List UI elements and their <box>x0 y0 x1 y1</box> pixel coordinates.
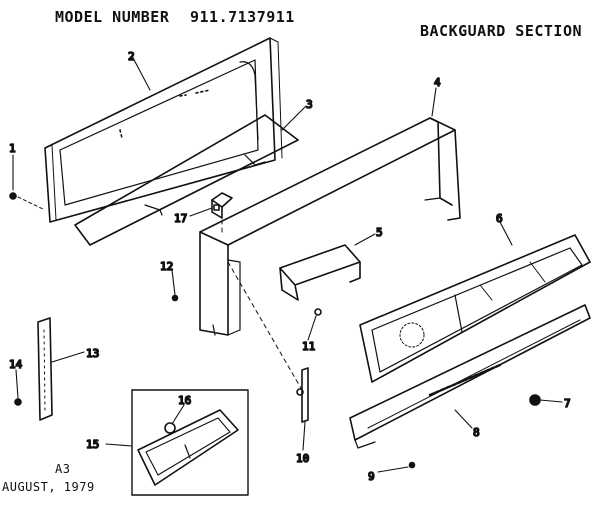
callout-9: 9 <box>368 470 375 483</box>
callout-15: 15 <box>86 438 99 451</box>
callout-5: 5 <box>376 226 383 239</box>
part-7-knob <box>529 394 541 406</box>
model-number-value: 911.7137911 <box>190 8 295 26</box>
callout-8: 8 <box>473 426 480 439</box>
callout-4: 4 <box>434 76 441 89</box>
callout-17: 17 <box>174 212 187 225</box>
model-number-label: MODEL NUMBER <box>55 8 170 26</box>
part-6-glass-panel <box>359 234 591 383</box>
callout-6: 6 <box>496 212 503 225</box>
callout-2: 2 <box>128 50 135 63</box>
callout-1: 1 <box>9 142 16 155</box>
page-code: A3 <box>55 462 71 476</box>
part-13-side-strip <box>37 317 53 421</box>
callout-14: 14 <box>9 358 23 371</box>
part-1-screw <box>9 192 46 211</box>
callout-10: 10 <box>296 452 309 465</box>
part-8-trim <box>349 304 591 449</box>
part-5-cover <box>279 244 361 301</box>
leader-lines <box>12 55 563 473</box>
part-2-upper-panel <box>44 37 283 223</box>
callout-7: 7 <box>564 397 571 410</box>
revision-date: AUGUST, 1979 <box>2 480 95 494</box>
part-14-screw <box>14 398 22 406</box>
part-9-screw <box>408 461 416 469</box>
assembly-lines <box>221 211 303 391</box>
part-3-shield <box>74 114 299 246</box>
callout-12: 12 <box>160 260 173 273</box>
part-11-screw <box>314 308 322 316</box>
callout-11: 11 <box>302 340 315 353</box>
callout-13: 13 <box>86 347 99 360</box>
part-10-hinge <box>296 367 309 423</box>
part-15-clock-kit <box>131 389 249 496</box>
callout-16: 16 <box>178 394 191 407</box>
callout-3: 3 <box>306 98 313 111</box>
part-12-screw <box>171 294 179 302</box>
part-4-backguard <box>199 117 461 336</box>
section-title: BACKGUARD SECTION <box>420 22 583 40</box>
